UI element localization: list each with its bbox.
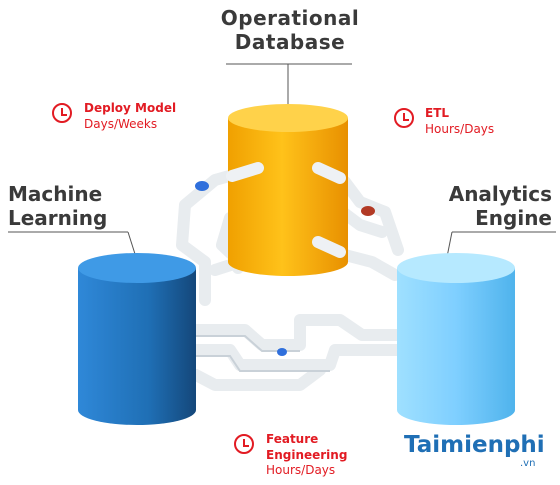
operational-database-title-line1: Operational	[220, 6, 360, 30]
machine-learning-title-line2: Learning	[8, 206, 108, 230]
clock-icon	[394, 108, 414, 128]
watermark-suffix: .vn	[520, 458, 536, 469]
feature-engineering-label: Feature Engineering Hours/Days	[266, 432, 347, 479]
analytics-engine-title: Analytics Engine	[440, 182, 552, 230]
analytics-engine-title-line1: Analytics	[448, 182, 552, 206]
feature-engineering-name-line1: Feature	[266, 432, 319, 446]
clock-icon	[52, 103, 72, 123]
etl-name: ETL	[425, 106, 450, 120]
analytics-engine-cylinder	[397, 253, 515, 425]
etl-time: Hours/Days	[425, 121, 495, 136]
operational-database-title-line2: Database	[234, 30, 346, 54]
analytics-engine-title-line2: Engine	[475, 206, 552, 230]
pipe-front-stubs	[226, 162, 346, 258]
deploy-model-label: Deploy Model Days/Weeks	[84, 101, 176, 132]
machine-learning-title-line1: Machine	[8, 182, 103, 206]
watermark-logo: Taimienphi	[404, 432, 545, 458]
clock-icon	[234, 434, 254, 454]
valve-handle-icon	[195, 181, 209, 191]
operational-database-title: Operational Database	[200, 6, 380, 54]
valve-handle-icon	[277, 348, 287, 356]
deploy-model-time: Days/Weeks	[84, 116, 158, 131]
machine-learning-cylinder	[78, 253, 196, 425]
etl-label: ETL Hours/Days	[425, 106, 494, 137]
feature-engineering-time: Hours/Days	[266, 463, 336, 478]
valve-handle-icon	[361, 206, 375, 216]
feature-engineering-name-line2: Engineering	[266, 447, 348, 462]
deploy-model-name: Deploy Model	[84, 101, 177, 115]
machine-learning-title: Machine Learning	[8, 182, 107, 230]
